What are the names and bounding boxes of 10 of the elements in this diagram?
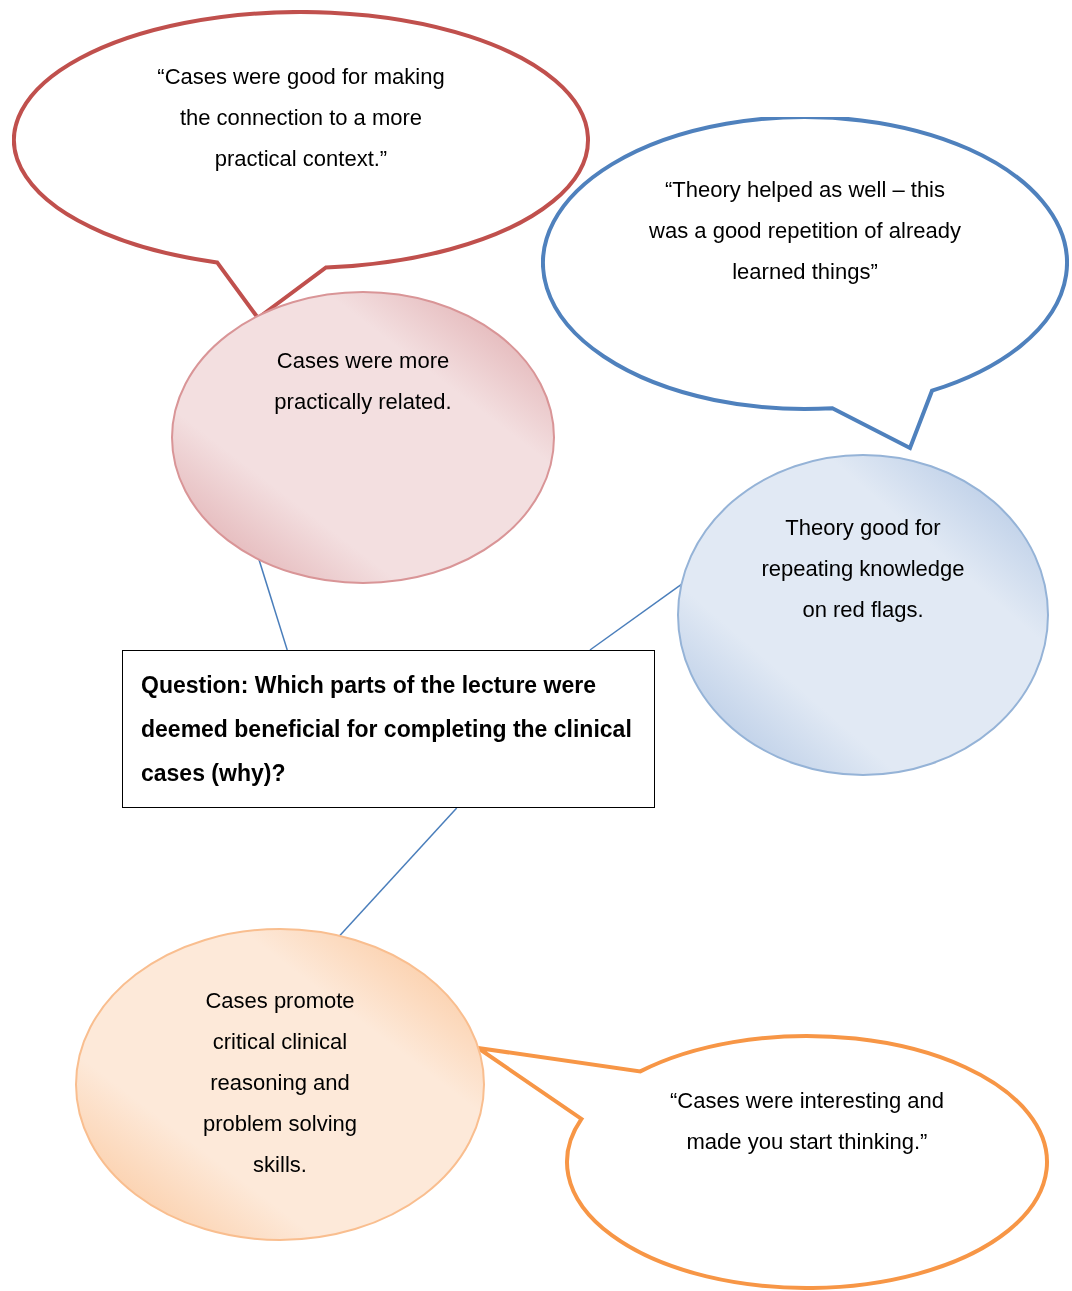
quote-text: “Cases were interesting and made you start thinking.” — [669, 1087, 945, 1156]
connector-line — [258, 558, 288, 651]
question-text: Question: Which parts of the lecture were deemed beneficial for completing the clinical cases (why)? — [141, 671, 633, 788]
ellipse-text: Theory good for repeating knowledge on red flags. — [760, 514, 966, 624]
question-box — [122, 650, 655, 808]
ellipse-text: Cases were more practically related. — [273, 347, 453, 416]
connector-line — [338, 807, 458, 937]
quote-text: “Theory helped as well – this was a good repetition of already learned things” — [648, 176, 962, 286]
ellipse-text: Cases promote critical clinical reasoning and problem solving skills. — [201, 987, 359, 1179]
quote-text: “Cases were good for making the connection to a more practical context.” — [156, 63, 446, 173]
